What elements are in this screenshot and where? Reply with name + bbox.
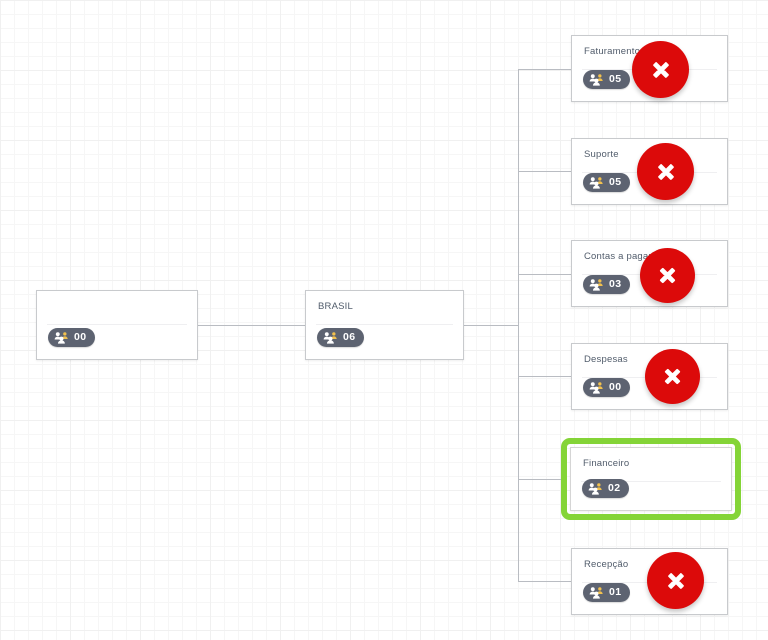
people-group-icon bbox=[589, 73, 604, 86]
employee-count-badge[interactable]: 02 bbox=[582, 479, 630, 498]
people-group-icon bbox=[589, 176, 604, 189]
org-node-root[interactable]: 00 bbox=[36, 290, 198, 360]
connector-trunk-to-recepcao bbox=[518, 581, 572, 582]
employee-count-badge[interactable]: 03 bbox=[583, 275, 631, 294]
org-node-title: Suporte bbox=[584, 149, 619, 160]
people-group-icon bbox=[54, 331, 69, 344]
org-node-title: Despesas bbox=[584, 354, 628, 365]
employee-count-value: 05 bbox=[609, 176, 622, 188]
node-divider bbox=[47, 324, 187, 325]
employee-count-badge[interactable]: 00 bbox=[48, 328, 96, 347]
red-x-circle-icon[interactable] bbox=[647, 552, 704, 609]
employee-count-value: 05 bbox=[609, 73, 622, 85]
employee-count-badge[interactable]: 05 bbox=[583, 70, 631, 89]
connector-root-to-brasil bbox=[198, 325, 305, 326]
org-node-title: Contas a pagar bbox=[584, 251, 652, 262]
people-group-icon bbox=[588, 482, 603, 495]
people-group-icon bbox=[323, 331, 338, 344]
org-node-title: Faturamento bbox=[584, 46, 641, 57]
red-x-circle-icon[interactable] bbox=[645, 349, 700, 404]
employee-count-badge[interactable]: 00 bbox=[583, 378, 631, 397]
red-x-circle-icon[interactable] bbox=[632, 41, 689, 98]
employee-count-value: 03 bbox=[609, 278, 622, 290]
connector-trunk-to-contas-a-pagar bbox=[518, 274, 572, 275]
node-divider bbox=[316, 324, 453, 325]
connector-trunk-to-suporte bbox=[518, 171, 572, 172]
employee-count-value: 01 bbox=[609, 586, 622, 598]
red-x-circle-icon[interactable] bbox=[637, 143, 694, 200]
org-node-title: Financeiro bbox=[583, 458, 630, 469]
people-group-icon bbox=[589, 278, 604, 291]
employee-count-value: 00 bbox=[74, 331, 87, 343]
connector-brasil-to-trunk bbox=[464, 325, 519, 326]
employee-count-badge[interactable]: 06 bbox=[317, 328, 365, 347]
org-node-financeiro[interactable]: Financeiro 02 bbox=[570, 447, 732, 511]
employee-count-value: 02 bbox=[608, 482, 621, 494]
people-group-icon bbox=[589, 381, 604, 394]
org-node-brasil[interactable]: BRASIL 06 bbox=[305, 290, 464, 360]
red-x-circle-icon[interactable] bbox=[640, 248, 695, 303]
employee-count-badge[interactable]: 01 bbox=[583, 583, 631, 602]
people-group-icon bbox=[589, 586, 604, 599]
connector-trunk-to-financeiro bbox=[518, 479, 562, 480]
connector-trunk-to-faturamento bbox=[518, 69, 572, 70]
connector-trunk-to-despesas bbox=[518, 376, 572, 377]
employee-count-badge[interactable]: 05 bbox=[583, 173, 631, 192]
employee-count-value: 00 bbox=[609, 381, 622, 393]
org-node-title: BRASIL bbox=[318, 301, 353, 312]
node-divider bbox=[581, 481, 721, 482]
connector-trunk-vertical bbox=[518, 69, 519, 581]
org-node-title: Recepção bbox=[584, 559, 629, 570]
employee-count-value: 06 bbox=[343, 331, 356, 343]
